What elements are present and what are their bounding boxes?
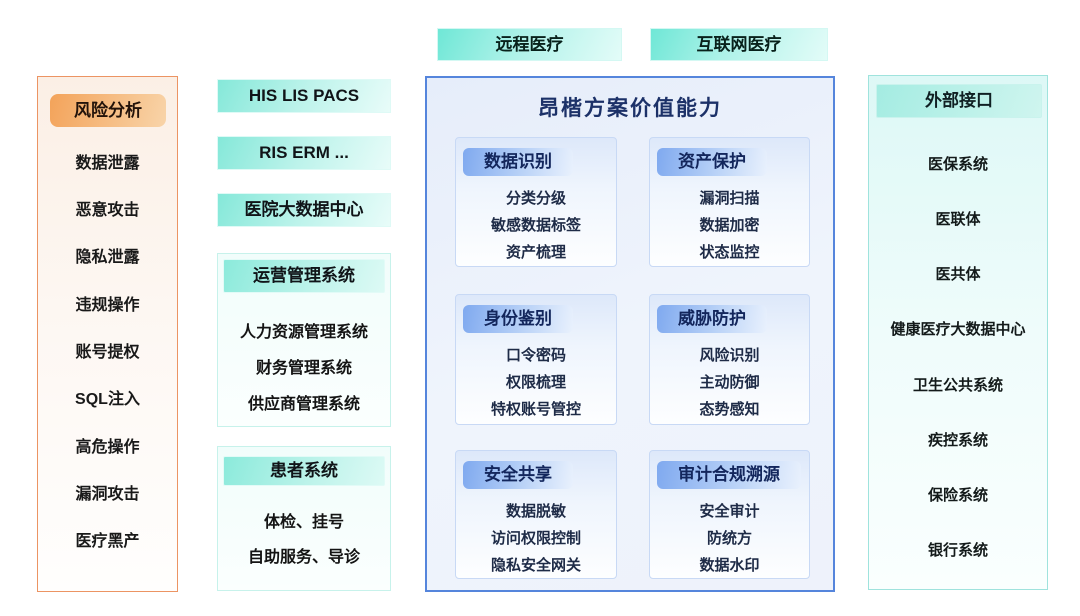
risk-analysis-panel: 风险分析 数据泄露 恶意攻击 隐私泄露 违规操作 账号提权 SQL注入 高危操作… (37, 76, 178, 592)
capability-item: 权限梳理 (505, 374, 566, 391)
external-item: 医共体 (935, 266, 981, 284)
external-list: 医保系统 医联体 医共体 健康医疗大数据中心 卫生公共系统 疾控系统 保险系统 … (869, 136, 1047, 577)
capability-item: 数据脱敏 (505, 503, 566, 520)
capability-item: 态势感知 (699, 401, 760, 418)
system-box-ris-erm: RIS ERM ... (217, 136, 391, 170)
risk-item: 医疗黑产 (75, 533, 140, 551)
operations-management-group: 运营管理系统 人力资源管理系统 财务管理系统 供应商管理系统 (217, 253, 391, 427)
external-item: 卫生公共系统 (912, 376, 1003, 394)
risk-item: 隐私泄露 (75, 249, 140, 267)
capability-item: 访问权限控制 (490, 530, 581, 547)
external-item: 医保系统 (927, 156, 988, 174)
capability-card-audit-compliance-trace: 审计合规溯源 安全审计 防统方 数据水印 (649, 450, 810, 579)
capability-item: 特权账号管控 (490, 401, 581, 418)
capability-item: 资产梳理 (505, 244, 566, 261)
capability-item: 主动防御 (699, 374, 760, 391)
solution-value-panel: 昂楷方案价值能力 数据识别 分类分级 敏感数据标签 资产梳理 资产保护 漏洞扫描… (425, 76, 835, 592)
system-box-his-lis-pacs: HIS LIS PACS (217, 79, 391, 113)
capability-title: 安全共享 (463, 461, 573, 489)
external-item: 医联体 (935, 211, 981, 229)
operations-group-title: 运营管理系统 (223, 259, 385, 293)
capability-item: 敏感数据标签 (490, 217, 581, 234)
tag-internet-medical: 互联网医疗 (650, 28, 828, 61)
patient-group-title: 患者系统 (223, 456, 385, 486)
capability-item: 数据水印 (699, 557, 760, 574)
operations-group-list: 人力资源管理系统 财务管理系统 供应商管理系统 (218, 312, 390, 420)
risk-item: 违规操作 (75, 296, 140, 314)
external-item: 银行系统 (927, 541, 988, 559)
capability-card-asset-protection: 资产保护 漏洞扫描 数据加密 状态监控 (649, 137, 810, 267)
operations-group-item: 人力资源管理系统 (239, 324, 368, 341)
risk-item: 数据泄露 (75, 154, 140, 172)
operations-group-item: 财务管理系统 (255, 360, 352, 377)
solution-panel-title: 昂楷方案价值能力 (538, 97, 722, 120)
external-item: 健康医疗大数据中心 (890, 321, 1026, 339)
risk-item: SQL注入 (75, 391, 140, 409)
risk-list: 数据泄露 恶意攻击 隐私泄露 违规操作 账号提权 SQL注入 高危操作 漏洞攻击… (38, 137, 177, 563)
capability-item: 风险识别 (699, 347, 760, 364)
external-item: 疾控系统 (927, 431, 988, 449)
risk-panel-title: 风险分析 (50, 94, 166, 127)
capability-card-identity-authentication: 身份鉴别 口令密码 权限梳理 特权账号管控 (455, 294, 617, 425)
capability-item: 数据加密 (699, 217, 760, 234)
capability-item: 口令密码 (505, 347, 566, 364)
capability-card-secure-sharing: 安全共享 数据脱敏 访问权限控制 隐私安全网关 (455, 450, 617, 579)
system-box-hospital-big-data-center: 医院大数据中心 (217, 193, 391, 227)
capability-item: 分类分级 (505, 190, 566, 207)
capability-item: 安全审计 (699, 503, 760, 520)
patient-group-item: 自助服务、导诊 (247, 548, 360, 566)
risk-item: 漏洞攻击 (75, 485, 140, 503)
patient-group-item: 体检、挂号 (263, 513, 344, 531)
risk-item: 高危操作 (75, 438, 140, 456)
capability-card-threat-protection: 威胁防护 风险识别 主动防御 态势感知 (649, 294, 810, 425)
external-item: 保险系统 (927, 486, 988, 504)
risk-item: 恶意攻击 (75, 201, 140, 219)
capability-card-data-identification: 数据识别 分类分级 敏感数据标签 资产梳理 (455, 137, 617, 267)
capability-item: 防统方 (706, 530, 752, 547)
risk-item: 账号提权 (75, 343, 140, 361)
capability-title: 审计合规溯源 (657, 461, 801, 489)
capability-title: 身份鉴别 (463, 305, 573, 333)
capability-title: 资产保护 (657, 148, 767, 176)
external-panel-title: 外部接口 (876, 84, 1042, 118)
patient-system-group: 患者系统 体检、挂号 自助服务、导诊 (217, 446, 391, 591)
capability-item: 漏洞扫描 (699, 190, 760, 207)
capability-title: 威胁防护 (657, 305, 767, 333)
patient-group-list: 体检、挂号 自助服务、导诊 (218, 502, 390, 572)
capability-item: 状态监控 (699, 244, 760, 261)
tag-remote-medical: 远程医疗 (437, 28, 622, 61)
capability-title: 数据识别 (463, 148, 573, 176)
capability-item: 隐私安全网关 (490, 557, 581, 574)
operations-group-item: 供应商管理系统 (247, 396, 360, 413)
external-interfaces-panel: 外部接口 医保系统 医联体 医共体 健康医疗大数据中心 卫生公共系统 疾控系统 … (868, 75, 1048, 590)
